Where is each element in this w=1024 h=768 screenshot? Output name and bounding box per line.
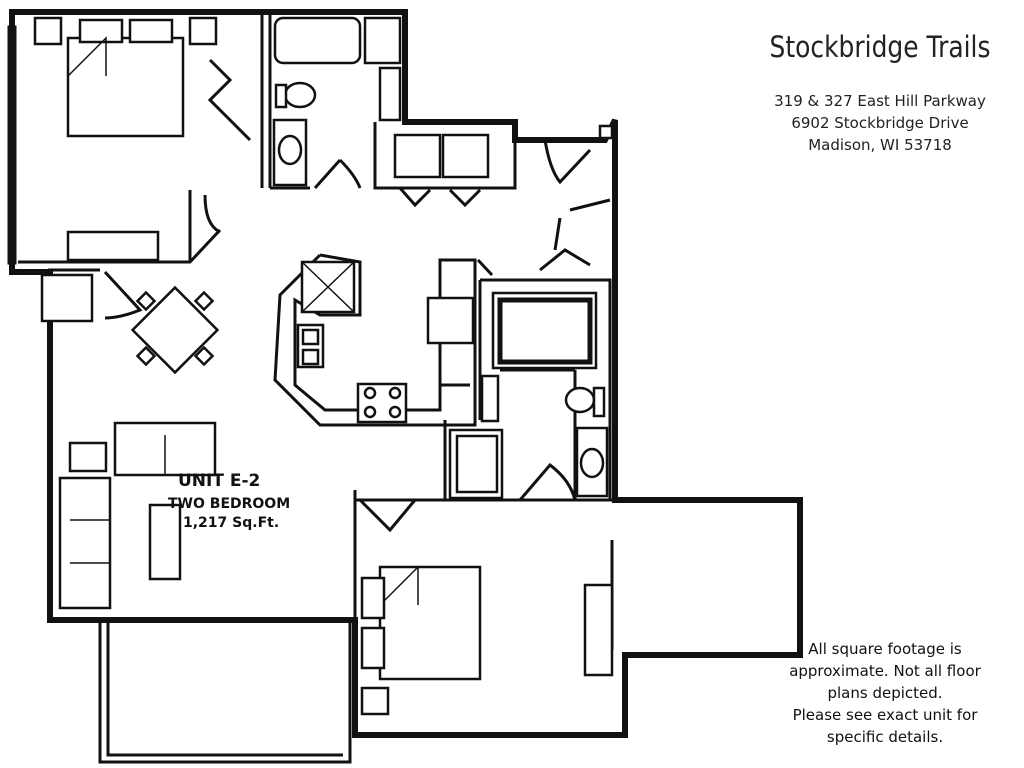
kitchen (273, 253, 494, 427)
disclaimer-line: Please see exact unit for (792, 706, 978, 724)
disclaimer: All square footage is approximate. Not a… (770, 638, 1000, 748)
property-title: Stockbridge Trails (769, 30, 991, 64)
unit-name: UNIT E-2 (178, 471, 260, 491)
address-line: 6902 Stockbridge Drive (791, 114, 969, 132)
dining-table (40, 273, 220, 375)
property-address: 319 & 327 East Hill Parkway 6902 Stockbr… (740, 90, 1020, 156)
corner-post (598, 124, 614, 140)
disclaimer-line: specific details. (826, 728, 944, 746)
bedroom-1-furniture (33, 16, 218, 262)
bathroom-2-fixtures (448, 291, 609, 500)
balcony (98, 622, 352, 764)
unit-label: UNIT E-2 TWO BEDROOM 1,217 Sq.Ft. (168, 471, 290, 531)
disclaimer-line: All square footage is (808, 640, 962, 658)
interior-walls (18, 12, 615, 650)
disclaimer-line: approximate. Not all floor (789, 662, 981, 680)
address-line: 319 & 327 East Hill Parkway (774, 92, 986, 110)
unit-type: TWO BEDROOM (168, 496, 290, 512)
unit-size: 1,217 Sq.Ft. (183, 515, 279, 531)
living-room-furniture (58, 421, 217, 610)
bathroom-1-fixtures (272, 16, 402, 187)
bedroom-2-furniture (360, 565, 614, 716)
doors (103, 58, 611, 533)
windows (128, 618, 737, 737)
address-line: Madison, WI 53718 (808, 136, 952, 154)
laundry-area (393, 133, 490, 208)
exterior-walls (7, 9, 803, 738)
disclaimer-line: plans depicted. (827, 684, 943, 702)
